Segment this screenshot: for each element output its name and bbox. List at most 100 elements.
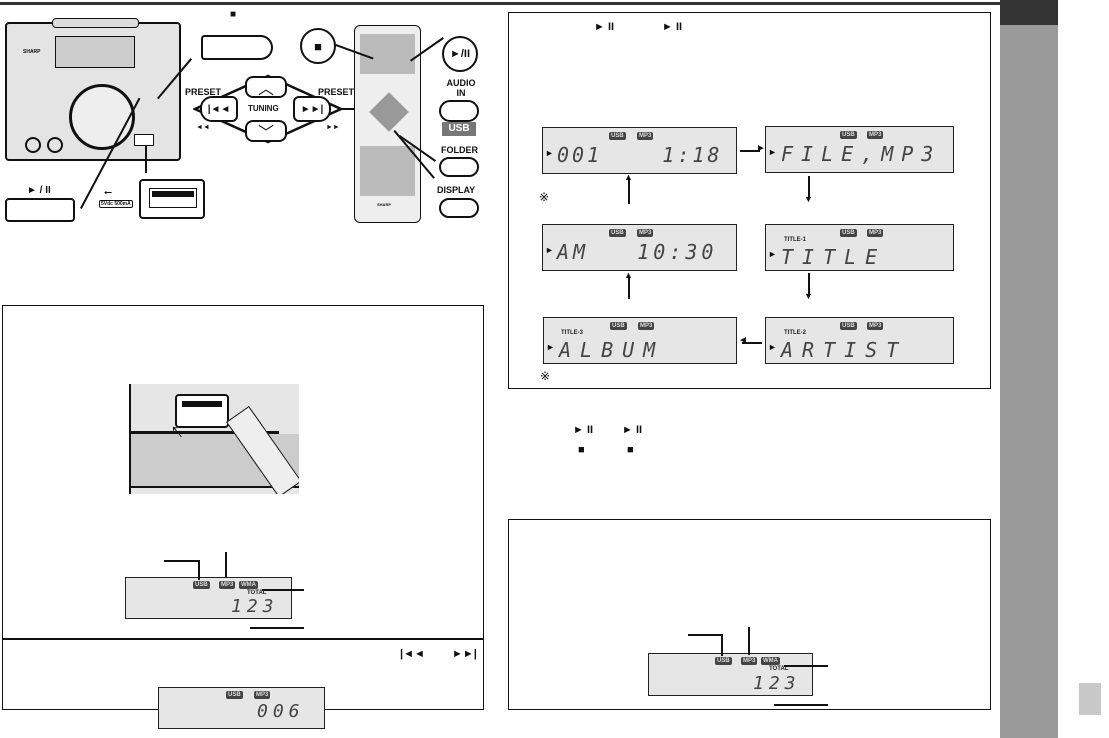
lcd-text: AM 10:30 bbox=[557, 240, 718, 264]
remote-brand-logo: SHARP bbox=[377, 202, 392, 207]
unit-play-pause-button[interactable] bbox=[5, 198, 75, 222]
arrow-down bbox=[808, 176, 810, 198]
usb-indicator: USB bbox=[609, 132, 626, 140]
tuning-down-button[interactable]: ﹀ bbox=[245, 120, 287, 142]
total-info-box bbox=[508, 519, 991, 710]
lcd-filename: USB MP3 ► FILE,MP3 bbox=[765, 126, 954, 173]
display-label: DISPLAY bbox=[437, 185, 476, 195]
chevron-down-icon: ﹀ bbox=[257, 125, 274, 142]
arrow-up bbox=[628, 277, 630, 299]
folder-label: FOLDER bbox=[441, 145, 478, 155]
header-rule bbox=[0, 2, 1000, 5]
remote-stop-button[interactable]: ■ bbox=[300, 28, 336, 64]
lcd-text: FILE,MP3 bbox=[781, 142, 942, 166]
display-button[interactable] bbox=[439, 198, 479, 218]
mp3-indicator: MP3 bbox=[219, 581, 236, 589]
play-pause-icon: ►/II bbox=[449, 48, 471, 60]
usb-indicator: USB bbox=[609, 229, 626, 237]
unit-stop-button[interactable] bbox=[201, 35, 273, 60]
mp3-indicator: MP3 bbox=[867, 322, 884, 330]
usb-indicator: USB bbox=[840, 229, 857, 237]
remote-control: SHARP bbox=[354, 25, 421, 223]
track-number-display: USB MP3 006 bbox=[158, 687, 325, 729]
play-icon: ► bbox=[768, 342, 777, 352]
usb-symbol-icon: ⭠ bbox=[104, 187, 112, 198]
note-mark: ※ bbox=[539, 190, 550, 204]
folder-button[interactable] bbox=[439, 157, 479, 177]
title-indicator: TITLE-2 bbox=[784, 330, 806, 336]
lcd-text: ARTIST bbox=[781, 338, 908, 362]
usb-indicator: USB bbox=[715, 657, 732, 665]
play-pause-symbol: ► II bbox=[573, 424, 594, 436]
usb-indicator: USB bbox=[610, 322, 627, 330]
lcd-clock: USB MP3 ► AM 10:30 bbox=[542, 224, 737, 271]
wma-indicator: WMA bbox=[239, 581, 258, 589]
play-pause-symbol: ► II bbox=[594, 21, 615, 33]
audio-in-jack[interactable] bbox=[47, 137, 63, 153]
lcd-text: ALBUM bbox=[559, 338, 665, 362]
usb-indicator: USB bbox=[193, 581, 210, 589]
prev-symbol: |◄◄ bbox=[400, 648, 425, 660]
audio-in-label: AUDIO IN bbox=[446, 78, 476, 98]
usb-indicator: USB bbox=[226, 691, 243, 699]
arrow-right bbox=[740, 150, 760, 152]
mp3-indicator: MP3 bbox=[741, 657, 758, 665]
audio-in-usb-button[interactable] bbox=[439, 100, 479, 122]
skip-back-icon: |◄◄ bbox=[207, 103, 231, 115]
total-indicator: TOTAL bbox=[769, 666, 789, 672]
usb-port[interactable] bbox=[134, 134, 154, 146]
mp3-indicator: MP3 bbox=[637, 229, 654, 237]
usb-label-badge: USB bbox=[442, 122, 476, 136]
play-pause-symbol: ► II bbox=[662, 21, 683, 33]
total-files-display: USB MP3 WMA TOTAL 123 bbox=[125, 577, 292, 619]
usb-indicator: USB bbox=[840, 131, 857, 139]
display-cycle-box bbox=[508, 12, 991, 389]
wma-indicator: WMA bbox=[761, 657, 780, 665]
lcd-text: 001 1:18 bbox=[557, 143, 723, 167]
lcd-track-time: USB MP3 ► 001 1:18 bbox=[542, 127, 737, 174]
usb-rating-label: 5Vdc 500mA bbox=[99, 200, 133, 208]
remote-play-pause-button[interactable]: ►/II bbox=[442, 36, 478, 72]
side-tab bbox=[1000, 0, 1058, 738]
usb-port-closeup bbox=[139, 179, 205, 219]
divider bbox=[2, 638, 484, 640]
mp3-indicator: MP3 bbox=[867, 131, 884, 139]
lcd-artist: TITLE-2 USB MP3 ► ARTIST bbox=[765, 317, 954, 364]
title-indicator: TITLE-3 bbox=[561, 330, 583, 336]
total-count: 123 bbox=[753, 673, 801, 694]
play-pause-symbol: ► II bbox=[622, 424, 643, 436]
stop-symbol: ■ bbox=[578, 444, 585, 456]
chevron-up-icon: ︿ bbox=[257, 81, 274, 98]
play-icon: ► bbox=[768, 249, 777, 259]
stop-label: ■ bbox=[230, 9, 237, 20]
mp3-indicator: MP3 bbox=[254, 691, 271, 699]
lcd-text: TITLE bbox=[781, 245, 887, 269]
note-mark: ※ bbox=[540, 369, 551, 383]
usb-indicator: USB bbox=[840, 322, 857, 330]
play-icon: ► bbox=[545, 245, 554, 255]
preset-left-label: PRESET bbox=[185, 87, 222, 97]
page-number-box bbox=[1079, 683, 1101, 715]
headphone-jack[interactable] bbox=[25, 137, 41, 153]
side-tab-header bbox=[1000, 0, 1058, 25]
mp3-indicator: MP3 bbox=[638, 322, 655, 330]
preset-right-label: PRESET bbox=[318, 87, 355, 97]
skip-forward-icon: ►►| bbox=[300, 103, 324, 115]
prev-button[interactable]: |◄◄ bbox=[200, 96, 238, 122]
next-symbol: ►►| bbox=[452, 648, 477, 660]
usb-insert-illustration: ↑ bbox=[129, 384, 299, 494]
total-indicator: TOTAL bbox=[247, 590, 267, 596]
next-button[interactable]: ►►| bbox=[293, 96, 331, 122]
total-files-display: USB MP3 WMA TOTAL 123 bbox=[648, 653, 813, 696]
stop-icon: ■ bbox=[314, 38, 322, 54]
tuning-up-button[interactable]: ︿ bbox=[245, 76, 287, 98]
fast-forward-icon: ►► bbox=[326, 124, 340, 131]
brand-logo: SHARP bbox=[23, 49, 41, 55]
play-icon: ► bbox=[545, 148, 554, 158]
play-pause-label: ► / II bbox=[27, 185, 51, 196]
lcd-title: TITLE-1 USB MP3 ► TITLE bbox=[765, 224, 954, 271]
volume-knob[interactable] bbox=[69, 84, 135, 150]
tuning-label: TUNING bbox=[248, 104, 279, 113]
lcd-album: TITLE-3 USB MP3 ► ALBUM bbox=[543, 317, 737, 364]
